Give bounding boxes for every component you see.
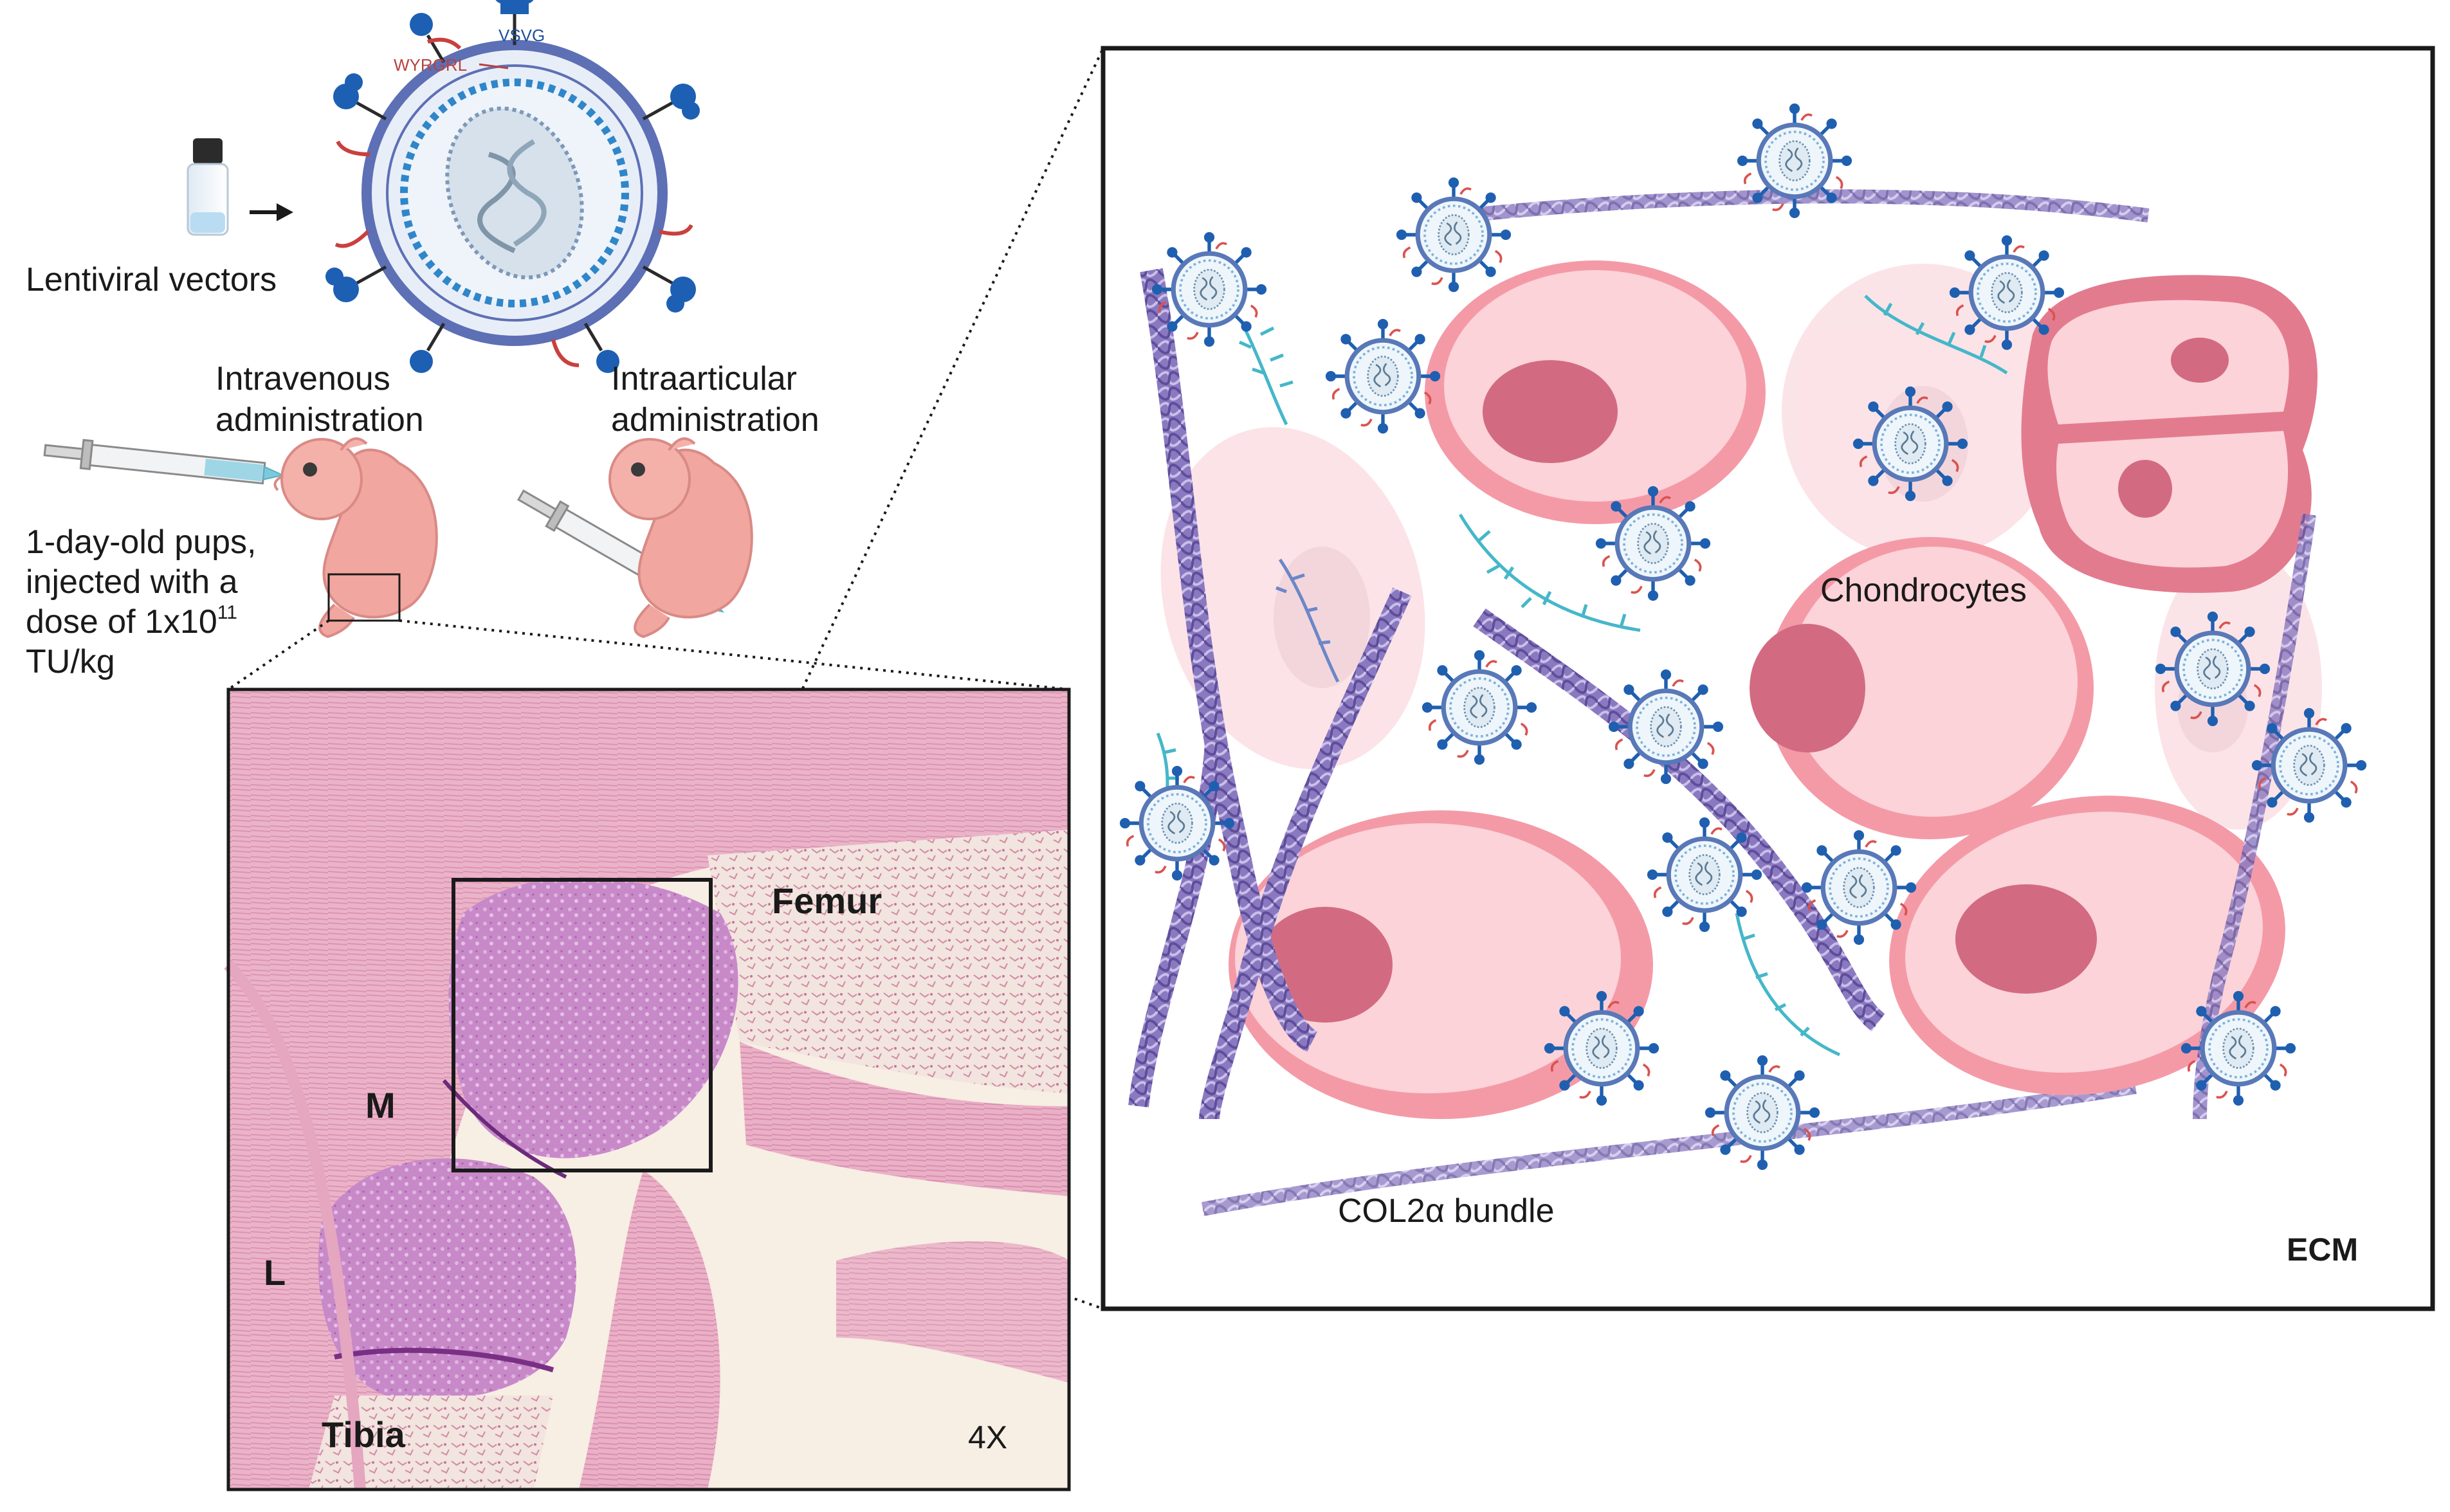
vsvg-label: VSVG bbox=[498, 26, 545, 45]
intravenous-label-line1: Intravenous bbox=[215, 360, 390, 397]
arrow-right-icon bbox=[250, 203, 293, 221]
pups-dose-line3: dose of 1x1011 bbox=[26, 602, 237, 641]
syringe-intravenous-icon bbox=[43, 439, 307, 485]
zoom-source-box bbox=[327, 573, 401, 622]
viral-particle bbox=[1647, 817, 1762, 932]
viral-particle bbox=[1609, 669, 1723, 784]
col2a-bundle-label: COL2α bundle bbox=[1338, 1192, 1555, 1230]
lentivirus-diagram bbox=[325, 0, 700, 373]
viral-particle bbox=[1802, 830, 1916, 945]
viral-particle bbox=[1326, 319, 1440, 433]
intravenous-label-line2: administration bbox=[215, 401, 424, 439]
vial-icon bbox=[187, 138, 229, 236]
collagen-bundle-bottom bbox=[1201, 1080, 2137, 1216]
viral-particle bbox=[1853, 387, 1968, 501]
histology-panel bbox=[224, 688, 1071, 1491]
chondrocyte-cell bbox=[1425, 260, 1766, 524]
ligament-label: L bbox=[264, 1252, 286, 1293]
magnification-label: 4X bbox=[968, 1419, 1007, 1455]
chondrocyte-cell bbox=[1750, 537, 2094, 839]
femur-label: Femur bbox=[772, 880, 882, 921]
dose-text: dose of 1x10 bbox=[26, 603, 217, 641]
cartilage-zoom-panel bbox=[1101, 46, 2435, 1311]
viral-particle bbox=[1737, 104, 1852, 218]
pup-intravenous-illustration bbox=[273, 437, 438, 639]
intraarticular-label-line1: Intraarticular bbox=[611, 360, 797, 397]
ecm-label: ECM bbox=[2287, 1232, 2358, 1268]
pups-dose-line1: 1-day-old pups, bbox=[26, 524, 256, 561]
viral-particle bbox=[1396, 178, 1511, 292]
viral-particle bbox=[2252, 708, 2366, 823]
viral-particle bbox=[2181, 991, 2296, 1106]
wyrgrl-pointer bbox=[479, 63, 509, 69]
chondrocyte-cell bbox=[1229, 810, 1653, 1119]
viral-particle bbox=[1705, 1055, 1820, 1170]
viral-particle bbox=[1544, 991, 1659, 1106]
wyrgrl-label: WYRGRL bbox=[394, 55, 467, 75]
chondrocyte-dividing-cell bbox=[2021, 275, 2318, 593]
viral-particle bbox=[1120, 766, 1234, 880]
viral-particle bbox=[2155, 612, 2270, 726]
pup-intraarticular-illustration bbox=[608, 437, 753, 639]
viral-particle bbox=[1950, 235, 2064, 350]
proteoglycans bbox=[1156, 295, 2008, 1057]
viral-particle bbox=[1422, 650, 1537, 765]
proteoglycans-blue bbox=[1275, 558, 1340, 683]
viral-particle bbox=[1152, 232, 1266, 347]
dose-exponent: 11 bbox=[217, 602, 237, 623]
lentiviral-vectors-label: Lentiviral vectors bbox=[26, 261, 277, 298]
chondrocyte-cell bbox=[1889, 796, 2285, 1095]
chondrocytes-label: Chondrocytes bbox=[1820, 572, 2027, 609]
pups-dose-line2: injected with a bbox=[26, 563, 238, 601]
viral-particle bbox=[1596, 486, 1710, 601]
intraarticular-label-line2: administration bbox=[611, 401, 819, 439]
histology-zoom-box bbox=[452, 878, 713, 1172]
pups-dose-line4: TU/kg bbox=[26, 643, 115, 680]
tibia-label: Tibia bbox=[322, 1414, 406, 1455]
meniscus-medial-label: M bbox=[365, 1085, 396, 1125]
zoom-connector-lines bbox=[227, 48, 1104, 1310]
